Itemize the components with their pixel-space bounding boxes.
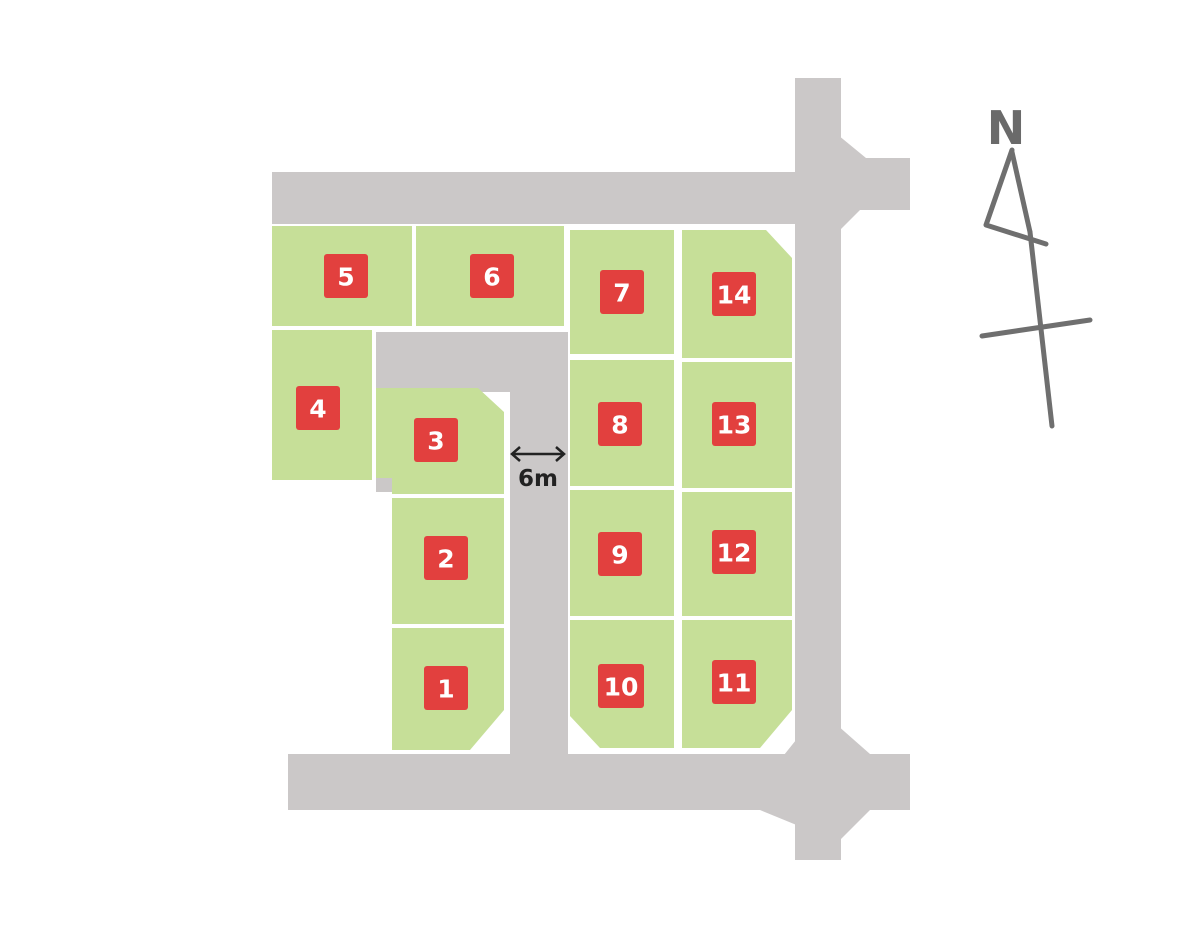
lot-badge-3[interactable]: 3 bbox=[414, 418, 458, 462]
roads bbox=[272, 78, 910, 860]
lot-9-label: 9 bbox=[611, 541, 628, 570]
lot-badge-11[interactable]: 11 bbox=[712, 660, 756, 704]
lot-4-label: 4 bbox=[309, 395, 326, 424]
lot-6-label: 6 bbox=[483, 263, 500, 292]
lot-badge-9[interactable]: 9 bbox=[598, 532, 642, 576]
lot-3-label: 3 bbox=[427, 427, 444, 456]
lot-5-label: 5 bbox=[337, 263, 354, 292]
north-arrow-icon: N bbox=[979, 101, 1093, 429]
lot-badge-10[interactable]: 10 bbox=[598, 664, 644, 708]
lot-2-label: 2 bbox=[437, 545, 454, 574]
road-inner-vertical bbox=[510, 332, 568, 756]
lot-badge-13[interactable]: 13 bbox=[712, 402, 756, 446]
lot-badge-2[interactable]: 2 bbox=[424, 536, 468, 580]
lot-7-label: 7 bbox=[613, 279, 630, 308]
lot-8-label: 8 bbox=[611, 411, 628, 440]
north-label: N bbox=[987, 101, 1026, 155]
road-north bbox=[272, 172, 842, 224]
lot-10-label: 10 bbox=[604, 673, 639, 702]
lot-badge-6[interactable]: 6 bbox=[470, 254, 514, 298]
lot-badge-5[interactable]: 5 bbox=[324, 254, 368, 298]
lot-14-label: 14 bbox=[717, 281, 752, 310]
lot-13-label: 13 bbox=[717, 411, 752, 440]
lot-11-label: 11 bbox=[717, 669, 752, 698]
lot-12-label: 12 bbox=[717, 539, 752, 568]
lot-badge-14[interactable]: 14 bbox=[712, 272, 756, 316]
road-width-label: 6m bbox=[518, 466, 558, 492]
lot-badge-12[interactable]: 12 bbox=[712, 530, 756, 574]
lot-badge-7[interactable]: 7 bbox=[600, 270, 644, 314]
lot-badge-1[interactable]: 1 bbox=[424, 666, 468, 710]
lot-badge-8[interactable]: 8 bbox=[598, 402, 642, 446]
lot-badge-4[interactable]: 4 bbox=[296, 386, 340, 430]
road-east-spur-north bbox=[838, 135, 910, 232]
road-width-annotation: 6m bbox=[510, 446, 566, 492]
lot-badges: 5 6 7 14 4 3 8 13 bbox=[296, 254, 756, 710]
double-arrow-icon bbox=[510, 446, 566, 462]
lot-1-label: 1 bbox=[437, 675, 454, 704]
road-southeast-corner bbox=[760, 710, 870, 842]
